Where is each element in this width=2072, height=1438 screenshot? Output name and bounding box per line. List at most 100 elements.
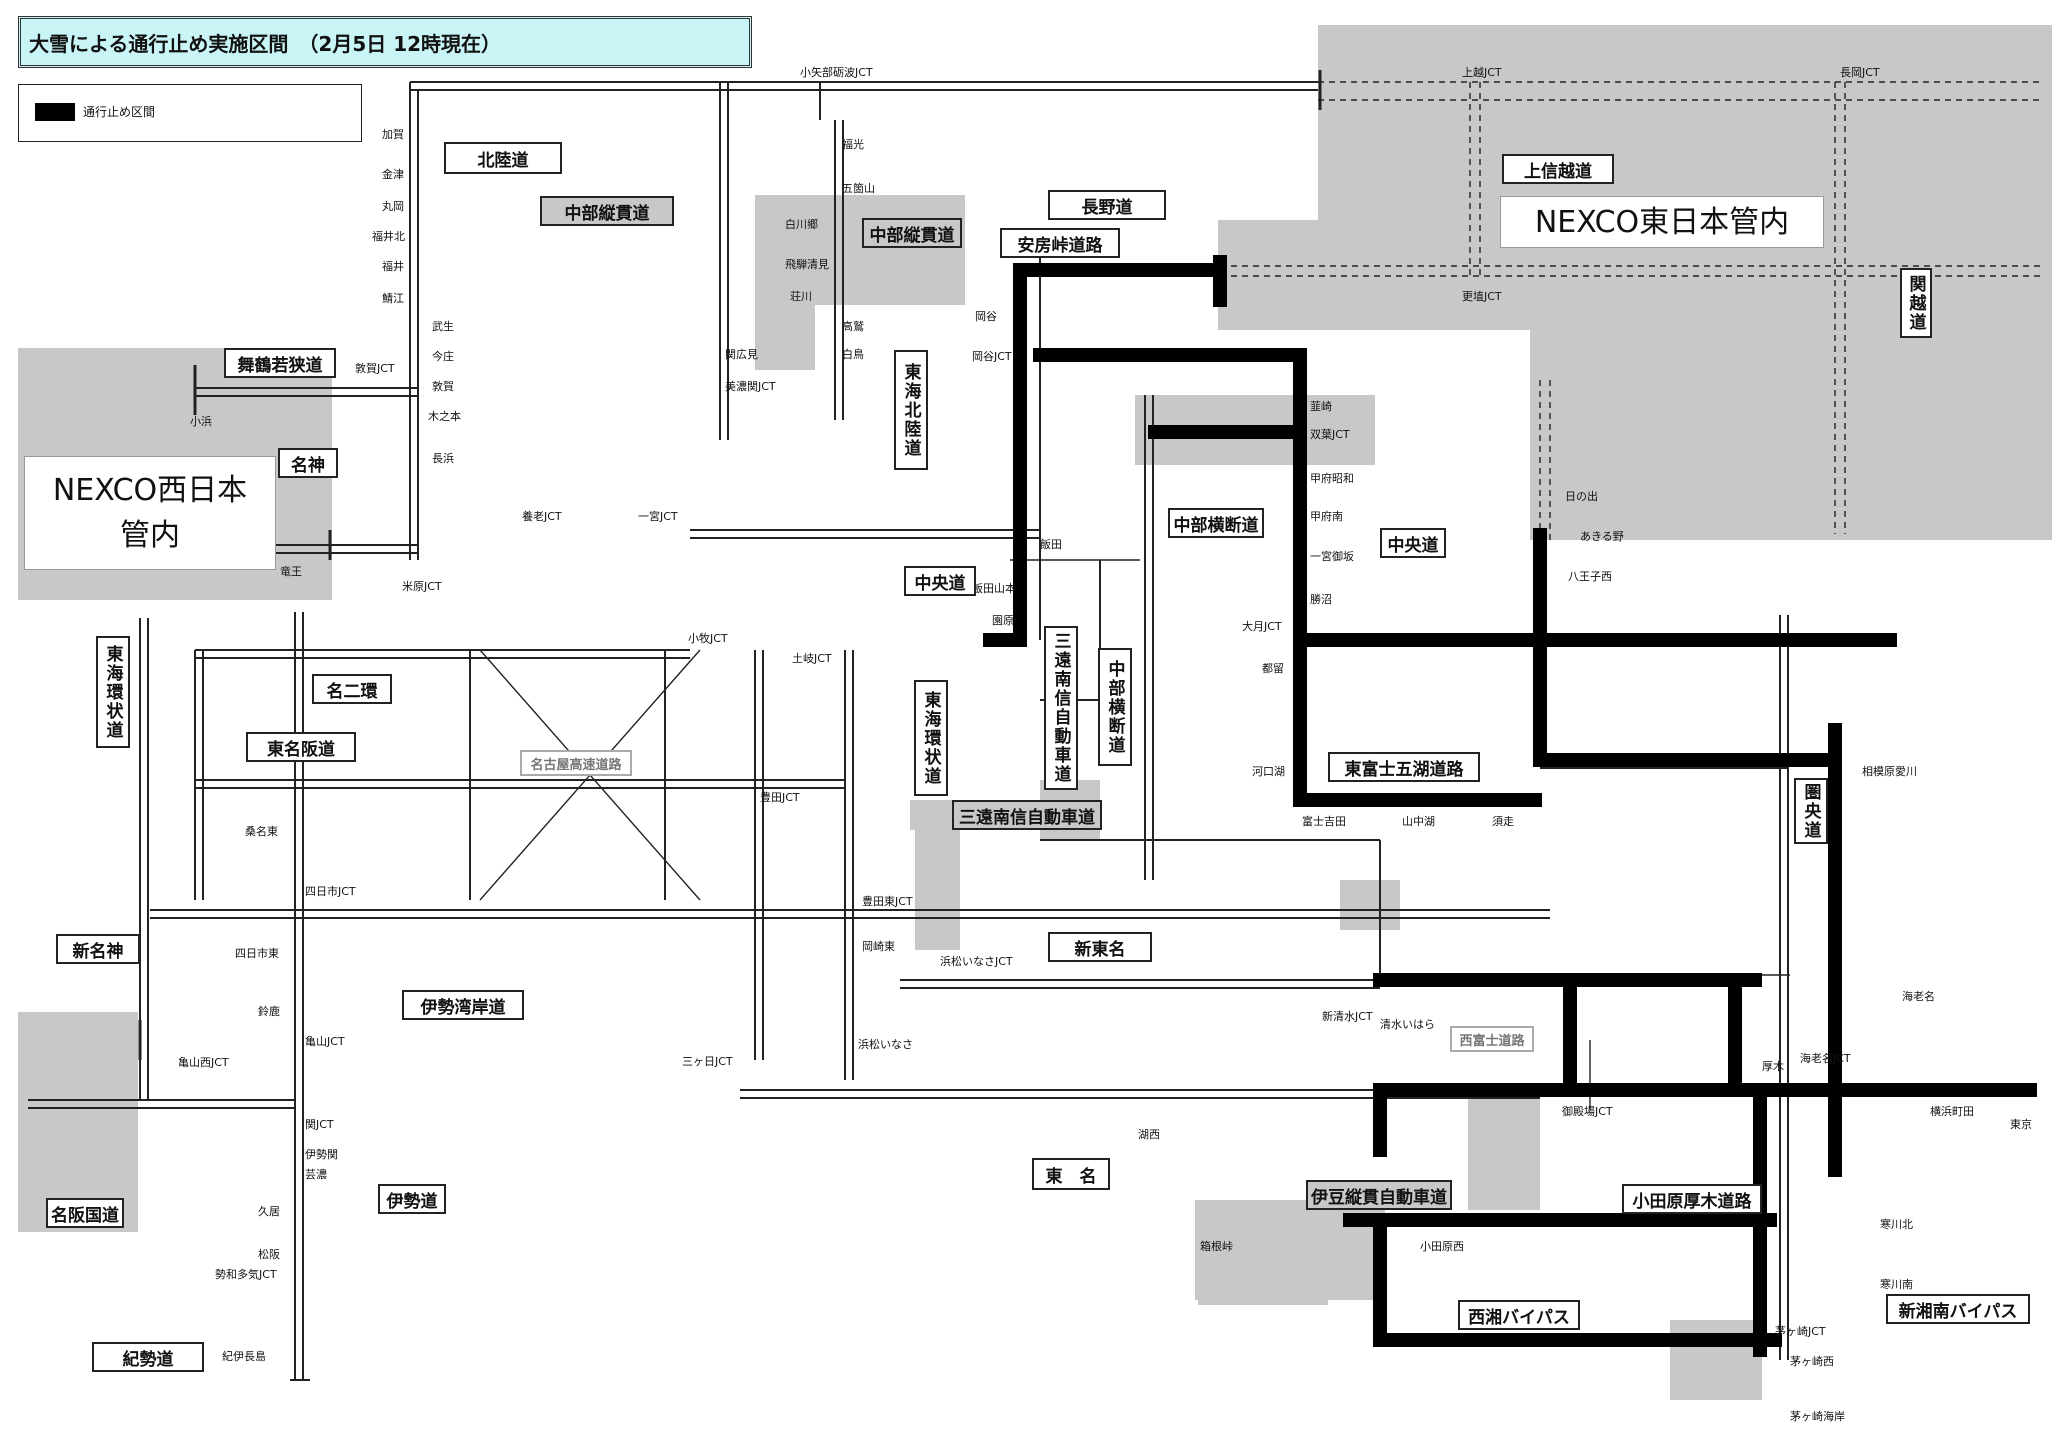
label-gotenba: 御殿場JCT xyxy=(1562,1104,1613,1118)
road-nishi-fuji: 西富士道路 xyxy=(1450,1026,1534,1052)
label-toyota: 豊田JCT xyxy=(760,791,800,804)
region-shizuoka xyxy=(1340,880,1400,930)
label-fukui: 福井 xyxy=(382,259,404,273)
label-shin-shimizu: 新清水JCT xyxy=(1322,1009,1373,1023)
label-tokyo: 東京 xyxy=(2010,1117,2032,1131)
label-kanazu: 金津 xyxy=(382,167,404,181)
label-hamamatsu: 浜松いなさ xyxy=(858,1037,913,1051)
label-hinode: 日の出 xyxy=(1565,489,1598,503)
road-sanen-2: 三遠南信自動車道 xyxy=(952,800,1102,830)
label-kiise-nagashima: 紀伊長島 xyxy=(222,1349,266,1363)
label-shirotori: 白鳥 xyxy=(842,347,864,361)
label-koyabe: 小矢部砺波JCT xyxy=(800,65,873,79)
label-chigasaki2: 茅ヶ崎西 xyxy=(1790,1354,1834,1368)
label-okaya: 岡谷JCT xyxy=(972,350,1012,363)
label-kameyama-nishi: 亀山西JCT xyxy=(178,1055,229,1069)
label-katsunuma: 勝沼 xyxy=(1310,592,1332,606)
label-ebina: 海老名 xyxy=(1902,989,1935,1003)
label-futaba: 双葉JCT xyxy=(1310,427,1350,441)
road-chubu-odan-1: 中部横断道 xyxy=(1168,508,1264,538)
label-hida-kiyomi: 飛騨清見 xyxy=(785,257,829,271)
road-meishin: 名神 xyxy=(278,448,338,478)
road-shin-tomei: 新東名 xyxy=(1048,932,1152,962)
label-geino: 芸濃 xyxy=(305,1167,327,1181)
road-kenodo: 圏央道 xyxy=(1794,778,1828,844)
label-obama: 小浜 xyxy=(190,415,212,428)
label-tsuru: 都留 xyxy=(1262,662,1284,675)
label-nagaoka-jct: 長岡JCT xyxy=(1840,66,1880,79)
road-shin-meishin: 新名神 xyxy=(56,934,140,964)
label-fukumitsu: 福光 xyxy=(842,137,864,151)
road-joshinetsu: 上信越道 xyxy=(1502,154,1614,184)
label-iida-yamamoto: 飯田山本 xyxy=(972,581,1016,595)
label-kofu-minami: 甲府南 xyxy=(1310,509,1343,523)
road-meinikan: 名二環 xyxy=(312,674,392,704)
label-sagamihara: 相模原愛川 xyxy=(1862,765,1917,778)
road-tokai-kanjo-2: 東海環状道 xyxy=(914,680,948,796)
road-kanetsu: 関越道 xyxy=(1900,268,1932,338)
label-hachioji-nishi: 八王子西 xyxy=(1568,570,1612,583)
label-nagahama: 長浜 xyxy=(432,452,454,465)
road-izu: 伊豆縦貫自動車道 xyxy=(1306,1180,1452,1210)
label-kuki: 久居 xyxy=(258,1205,280,1218)
legend: 通行止め区間 xyxy=(18,84,362,142)
legend-closed-label: 通行止め区間 xyxy=(83,105,156,119)
label-maruoka: 丸岡 xyxy=(382,200,404,213)
label-kameyama: 亀山JCT xyxy=(305,1034,345,1048)
label-takasu: 高鷲 xyxy=(842,319,864,333)
label-kaga: 加賀 xyxy=(382,128,404,141)
region-east-3 xyxy=(1530,320,2052,540)
road-higashi-fuji: 東富士五湖道路 xyxy=(1328,752,1480,782)
region-kenjoshin xyxy=(1670,1320,1762,1400)
label-kawaguchi-mikasa: 湖西 xyxy=(1138,1128,1160,1141)
label-chigasaki: 茅ヶ崎JCT xyxy=(1775,1324,1826,1338)
label-kawaguchiko: 河口湖 xyxy=(1252,765,1285,778)
label-takefu: 武生 xyxy=(432,319,454,333)
road-network xyxy=(28,81,2040,1381)
road-higashi-meihan: 東名阪道 xyxy=(246,732,356,762)
road-odawara: 小田原厚木道路 xyxy=(1622,1184,1762,1214)
label-odawara: 小田原西 xyxy=(1420,1240,1464,1253)
label-shokawa: 荘川 xyxy=(790,290,812,303)
label-okaya2: 岡谷 xyxy=(975,310,997,323)
label-yamanakako: 山中湖 xyxy=(1402,815,1435,828)
label-atsugi: 厚木 xyxy=(1762,1060,1784,1073)
label-kuwana: 桑名東 xyxy=(245,824,278,838)
road-chuo-west: 中央道 xyxy=(904,566,976,596)
road-isewangan: 伊勢湾岸道 xyxy=(402,990,524,1020)
label-seki2: 関広見 xyxy=(725,348,758,361)
label-ryuo: 竜王 xyxy=(280,564,302,578)
label-hakone: 箱根峠 xyxy=(1200,1239,1233,1253)
label-matsusaka: 松阪 xyxy=(258,1247,280,1261)
label-ichinomiya: 一宮御坂 xyxy=(1310,549,1354,563)
label-akiruno: あきる野 xyxy=(1580,530,1624,543)
label-mikkabi: 三ヶ日JCT xyxy=(682,1055,733,1068)
road-meihan: 名阪国道 xyxy=(46,1198,124,1228)
label-sonohara: 園原 xyxy=(992,614,1014,627)
label-seki: 関JCT xyxy=(305,1118,334,1131)
region-mino xyxy=(755,300,815,370)
label-nirasaki: 韮崎 xyxy=(1310,399,1332,413)
label-chigasaki3: 茅ヶ崎海岸 xyxy=(1790,1409,1845,1423)
label-kinomoto: 木之本 xyxy=(428,409,461,423)
label-okazaki: 岡崎東 xyxy=(862,939,895,953)
region-label-west-line1: NEXCO西日本 xyxy=(52,473,248,508)
label-samukawa: 寒川北 xyxy=(1880,1217,1913,1231)
region-izu2 xyxy=(1468,1090,1540,1210)
page-title: 大雪による通行止め実施区間 （2月5日 12時現在） xyxy=(18,16,752,68)
label-tokijct: 土岐JCT xyxy=(792,652,832,665)
label-tsuruga: 敦賀JCT xyxy=(355,361,395,375)
road-sanen-1: 三遠南信自動車道 xyxy=(1044,626,1078,790)
label-koshoku: 更埴JCT xyxy=(1462,289,1502,303)
road-hokuriku: 北陸道 xyxy=(444,142,562,174)
label-toyota-higashi: 豊田東JCT xyxy=(862,895,913,908)
road-nagano: 長野道 xyxy=(1048,190,1166,220)
road-shinshonan: 新湘南バイパス xyxy=(1886,1294,2030,1324)
road-chuo-east: 中央道 xyxy=(1380,528,1446,558)
label-seiwa: 勢和多気JCT xyxy=(215,1267,277,1281)
place-labels: 上越JCT 長岡JCT 小矢部砺波JCT 更埴JCT あきる野 日の出 八王子西… xyxy=(178,65,2032,1423)
road-anbo: 安房峠道路 xyxy=(1000,228,1120,258)
road-maizuru: 舞鶴若狭道 xyxy=(224,348,336,378)
label-iida: 飯田 xyxy=(1040,537,1062,551)
